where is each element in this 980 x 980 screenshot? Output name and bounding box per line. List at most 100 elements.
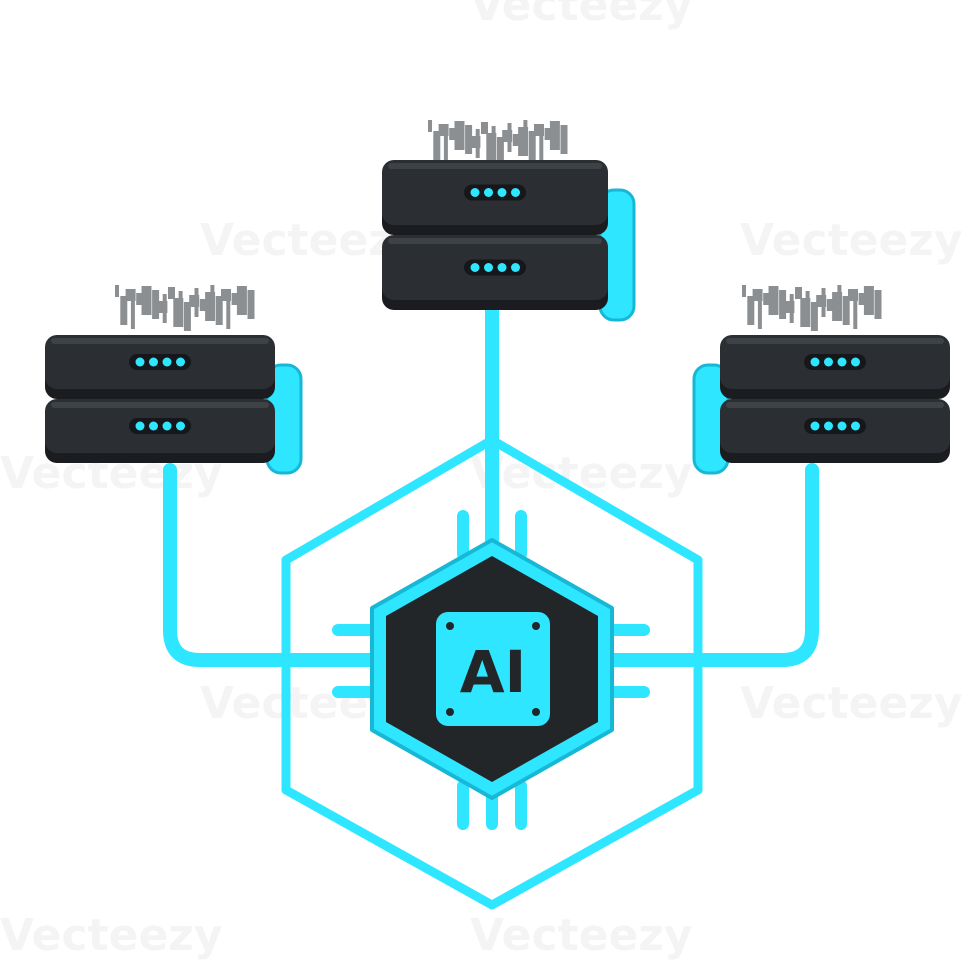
chip-pin [457, 510, 469, 560]
glitch-noise [428, 120, 568, 166]
glitch-bar [475, 129, 480, 158]
glitch-bar [496, 137, 504, 166]
glitch-bar [534, 124, 544, 136]
led-dot [484, 263, 493, 272]
glitch-bar [742, 285, 746, 297]
glitch-bar [459, 132, 464, 144]
chip-pin [515, 510, 527, 560]
glitch-bar [221, 289, 231, 301]
glitch-bar [470, 136, 481, 148]
glitch-bar [555, 132, 560, 144]
led-dot [851, 357, 860, 367]
glitch-bar [747, 296, 755, 325]
watermark-text: Vecteezy [0, 910, 223, 961]
glitch-bar [502, 130, 513, 142]
glitch-bar [162, 294, 167, 323]
server-unit-highlight [51, 338, 269, 344]
chip-corner-dot [446, 622, 454, 630]
chip-corner-dot [532, 708, 540, 716]
server-left [45, 285, 303, 475]
glitch-bar [481, 122, 488, 134]
watermark-text: Vecteezy [470, 0, 693, 31]
glitch-bar [130, 300, 135, 329]
led-dot [149, 421, 158, 431]
glitch-bar [539, 135, 544, 164]
led-dot [162, 421, 172, 431]
server-unit-highlight [388, 238, 602, 244]
led-dot [810, 357, 820, 367]
glitch-bar [236, 286, 247, 315]
glitch-bar [115, 285, 119, 297]
servers [45, 120, 950, 475]
cable-left [163, 463, 387, 667]
glitch-bar [858, 293, 866, 305]
chip-label-plate [436, 612, 550, 726]
cable-right [593, 463, 819, 667]
glitch-bar [199, 299, 207, 311]
glitch-bar [784, 301, 795, 313]
glitch-bar [848, 289, 858, 301]
glitch-bar [183, 302, 191, 331]
glitch-bar [136, 293, 144, 305]
watermark-text: Vecteezy [740, 678, 963, 729]
glitch-bar [789, 294, 794, 323]
glitch-bar [168, 287, 175, 299]
glitch-bar [826, 299, 834, 311]
led-dot [135, 421, 145, 431]
led-strip [804, 354, 866, 370]
server-right [692, 285, 950, 475]
glitch-bar [523, 120, 528, 132]
led-dot [497, 263, 507, 272]
glitch-bar [242, 297, 247, 309]
glitch-noise [115, 285, 255, 331]
led-dot [149, 357, 158, 367]
glitch-bar [486, 133, 497, 162]
glitch-bar [853, 300, 858, 329]
glitch-bar [443, 135, 448, 164]
glitch-noise [742, 285, 882, 331]
chip-pin [515, 780, 527, 830]
glitch-bar [194, 288, 199, 317]
glitch-bar [805, 291, 810, 303]
led-dot [176, 421, 185, 431]
glitch-bar [752, 289, 763, 301]
glitch-bar [438, 124, 449, 136]
server-unit-highlight [51, 402, 269, 408]
server-unit-highlight [726, 402, 944, 408]
glitch-bar [205, 292, 216, 321]
glitch-bar [491, 126, 496, 138]
glitch-bar [433, 131, 441, 160]
led-dot [824, 421, 833, 431]
glitch-bar [821, 288, 826, 317]
glitch-bar [773, 297, 778, 309]
glitch-bar [247, 290, 255, 319]
led-dot [810, 421, 820, 431]
led-dot [484, 188, 493, 197]
chip-corner-dot [532, 622, 540, 630]
glitch-bar [544, 128, 552, 140]
watermark-layer: Vecteezy Vecteezy Vecteezy Vecteezy Vect… [0, 0, 963, 961]
glitch-bar [842, 296, 850, 325]
glitch-bar [189, 295, 200, 307]
glitch-bar [518, 127, 529, 156]
led-dot [176, 357, 185, 367]
led-dot [837, 357, 847, 367]
glitch-bar [779, 290, 787, 319]
glitch-bar [837, 285, 842, 297]
server-top [382, 120, 636, 322]
led-dot [824, 357, 833, 367]
server-unit-highlight [388, 163, 602, 169]
watermark-text: Vecteezy [740, 215, 963, 266]
glitch-bar [832, 292, 843, 321]
chip-label: AI [460, 638, 526, 706]
glitch-bar [763, 293, 771, 305]
glitch-bar [141, 286, 152, 315]
glitch-bar [800, 298, 811, 327]
glitch-bar [428, 120, 432, 132]
led-dot [497, 188, 507, 197]
glitch-bar [173, 298, 184, 327]
led-strip [804, 418, 866, 434]
glitch-bar [210, 285, 215, 297]
led-dot [837, 421, 847, 431]
